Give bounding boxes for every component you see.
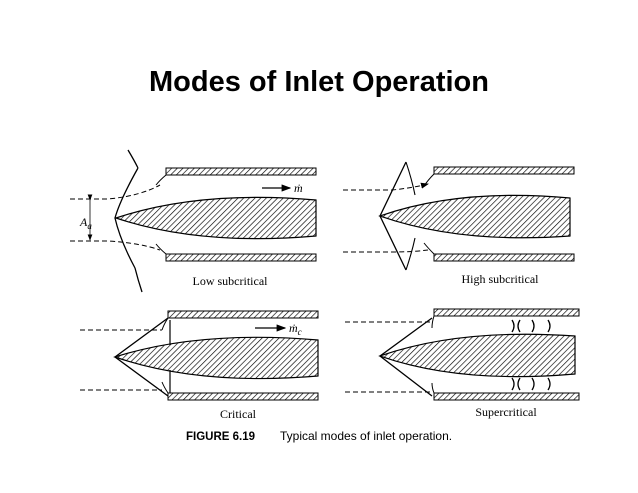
panel-label-critical: Critical <box>220 407 257 421</box>
streamline-upper <box>70 184 161 200</box>
cowl-lower <box>423 242 575 262</box>
caption-text: Typical modes of inlet operation. <box>280 429 452 443</box>
streamline-lower <box>70 240 161 251</box>
centerbody <box>378 333 576 378</box>
internal-shocks-lower <box>511 377 551 391</box>
cowl-upper <box>155 167 317 186</box>
oblique-shock <box>379 317 433 397</box>
flow-symbol: ṁc <box>289 321 302 337</box>
internal-shocks-upper <box>511 319 551 333</box>
oblique-shock <box>114 317 169 397</box>
cowl-upper <box>431 308 580 329</box>
slide-title: Modes of Inlet Operation <box>149 66 489 98</box>
streamline-upper <box>343 182 429 191</box>
flow-symbol: ṁ <box>294 181 303 195</box>
shock-branch <box>405 161 416 271</box>
figure-caption: FIGURE 6.19 Typical modes of inlet opera… <box>186 429 452 443</box>
bow-shock <box>379 161 407 271</box>
panel-critical: ṁc Critical <box>80 310 319 421</box>
caption-number: FIGURE 6.19 <box>186 431 255 443</box>
cowl-upper <box>423 166 575 187</box>
centerbody <box>113 336 319 380</box>
centerbody <box>378 194 571 239</box>
cowl-lower <box>161 381 319 401</box>
area-symbol: Aa <box>79 215 92 231</box>
streamline-lower <box>343 249 429 253</box>
panel-supercritical: Supercritical <box>345 308 580 419</box>
panel-label-low-subcritical: Low subcritical <box>193 274 269 288</box>
bow-shock <box>114 149 143 293</box>
panel-high-subcritical: High subcritical <box>343 161 575 286</box>
cowl-lower <box>155 243 317 262</box>
centerbody <box>114 196 317 240</box>
cowl-lower <box>431 382 580 401</box>
panel-low-subcritical: Aa ṁ Low subcritical <box>70 149 317 293</box>
panel-label-supercritical: Supercritical <box>475 405 537 419</box>
panel-label-high-subcritical: High subcritical <box>462 272 540 286</box>
